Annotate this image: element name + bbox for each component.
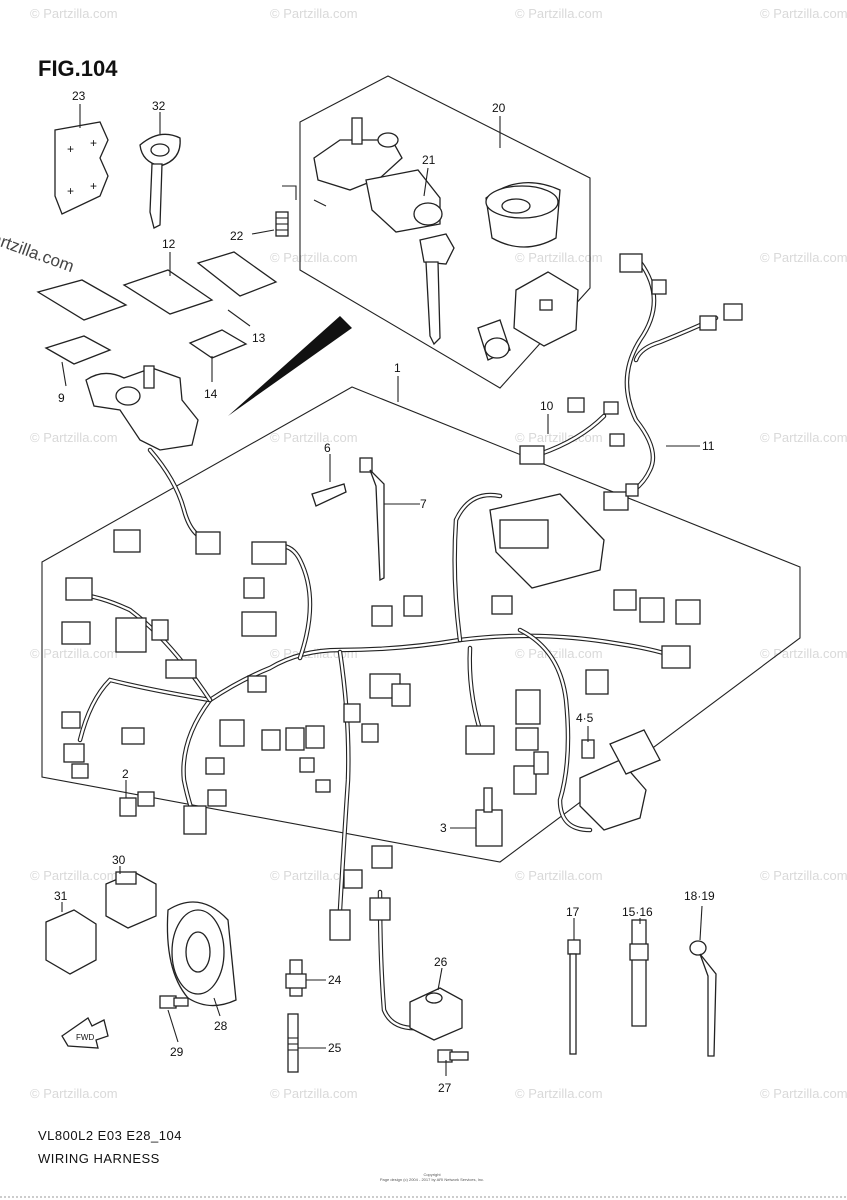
watermark: © Partzilla.com — [30, 1086, 118, 1101]
part-28-horn — [166, 901, 237, 1007]
part-23-plate: + + + + — [54, 121, 109, 215]
part-25-probe — [287, 1013, 299, 1073]
watermark: © Partzilla.com — [760, 646, 847, 661]
watermark: © Partzilla.com — [760, 1086, 847, 1101]
watermark: © Partzilla.com — [515, 646, 603, 661]
fwd-arrow-icon: FWD — [61, 1017, 109, 1049]
label-10: 10 — [540, 399, 554, 413]
label-1: 1 — [394, 361, 401, 375]
label-9: 9 — [58, 391, 65, 405]
leader-lines — [61, 104, 703, 1076]
label-27: 27 — [438, 1081, 452, 1095]
part-21-ignition-switch — [313, 117, 443, 233]
sticker-set — [36, 251, 278, 365]
harness-connectors — [61, 529, 701, 941]
watermark: © Partzilla.com — [270, 1086, 358, 1101]
label-20: 20 — [492, 101, 506, 115]
figure-title: FIG.104 — [38, 56, 118, 81]
label-31: 31 — [54, 889, 68, 903]
fuse-box — [579, 729, 661, 831]
part-3-sensor — [475, 787, 503, 847]
part-31-relay — [45, 909, 97, 975]
label-21: 21 — [422, 153, 436, 167]
label-29: 29 — [170, 1045, 184, 1059]
part-32-key — [139, 133, 181, 229]
ignition-switch-set-outline — [299, 75, 591, 389]
label-30: 30 — [112, 853, 126, 867]
watermark-grid: © Partzilla.com © Partzilla.com © Partzi… — [30, 6, 847, 1101]
assembly-pointer — [228, 316, 352, 416]
label-6: 6 — [324, 441, 331, 455]
watermark: © Partzilla.com — [30, 6, 118, 21]
part-22-screw — [275, 185, 327, 237]
watermark: © Partzilla.com — [515, 6, 603, 21]
label-28: 28 — [214, 1019, 228, 1033]
part-27-bolt — [437, 1049, 469, 1063]
label-17: 17 — [566, 905, 580, 919]
part-30-relay — [105, 871, 157, 929]
label-18-19: 18·19 — [684, 889, 715, 903]
figure-caption: WIRING HARNESS — [38, 1151, 160, 1166]
label-4-5: 4·5 — [576, 711, 594, 725]
watermark: © Partzilla.com — [270, 6, 358, 21]
part-18-19-tie — [689, 940, 717, 1057]
label-26: 26 — [434, 955, 448, 969]
part-9-switch — [85, 365, 199, 451]
lock-cap — [485, 181, 561, 248]
part-7-tie — [359, 457, 385, 582]
label-7: 7 — [420, 497, 427, 511]
lock-cylinder — [477, 319, 511, 361]
label-32: 32 — [152, 99, 166, 113]
watermark: © Partzilla.com — [515, 430, 603, 445]
part-6-clamp — [311, 483, 347, 507]
watermark: © Partzilla.com — [515, 868, 603, 883]
ecu-unit — [489, 493, 605, 589]
part-26-bracket — [409, 987, 463, 1041]
svg-text:+: + — [90, 136, 97, 150]
watermark: © Partzilla.com — [30, 430, 118, 445]
part-29-bolt — [159, 995, 189, 1009]
label-11: 11 — [702, 439, 715, 453]
watermark: © Partzilla.com — [30, 646, 118, 661]
watermark: © Partzilla.com — [760, 868, 847, 883]
part-10-sub-harness — [519, 397, 625, 465]
label-24: 24 — [328, 973, 342, 987]
label-15-16: 15·16 — [622, 905, 653, 919]
fwd-label: FWD — [76, 1033, 94, 1042]
watermark: © Partzilla.com — [760, 250, 847, 265]
label-23: 23 — [72, 89, 86, 103]
copyright-line2: Page design (c) 2004 - 2017 by ARI Netwo… — [379, 1177, 485, 1182]
svg-text:+: + — [90, 179, 97, 193]
watermark: © Partzilla.com — [270, 430, 358, 445]
copyright-line1: Copyright — [423, 1172, 441, 1177]
label-14: 14 — [204, 387, 218, 401]
label-3: 3 — [440, 821, 447, 835]
svg-text:+: + — [67, 184, 74, 198]
watermark: © Partzilla.com — [270, 250, 358, 265]
part-labels: 23 32 20 21 22 12 13 14 9 1 10 11 6 7 4·… — [54, 89, 715, 1095]
watermark: © Partzilla.com — [515, 1086, 603, 1101]
copyright-notice: Copyright Page design (c) 2004 - 2017 by… — [372, 1172, 492, 1182]
model-code: VL800L2 E03 E28_104 — [38, 1128, 182, 1143]
part-17-tie — [567, 939, 581, 1055]
watermark: © Partzilla.com — [30, 868, 118, 883]
label-22: 22 — [230, 229, 244, 243]
watermark: © Partzilla.com — [515, 250, 603, 265]
watermark: © Partzilla.com — [270, 868, 358, 883]
lock-block — [513, 271, 579, 347]
label-13: 13 — [252, 331, 266, 345]
watermark: © Partzilla.com — [760, 6, 847, 21]
part-24-sensor — [285, 959, 307, 997]
watermark: © Partzilla.com — [760, 430, 847, 445]
part-15-16-tie — [629, 919, 649, 1027]
part-11-sub-harness — [603, 253, 743, 511]
label-2: 2 — [122, 767, 129, 781]
svg-text:+: + — [67, 142, 74, 156]
label-12: 12 — [162, 237, 176, 251]
key — [419, 233, 455, 346]
harness-outline — [41, 386, 801, 863]
label-25: 25 — [328, 1041, 342, 1055]
